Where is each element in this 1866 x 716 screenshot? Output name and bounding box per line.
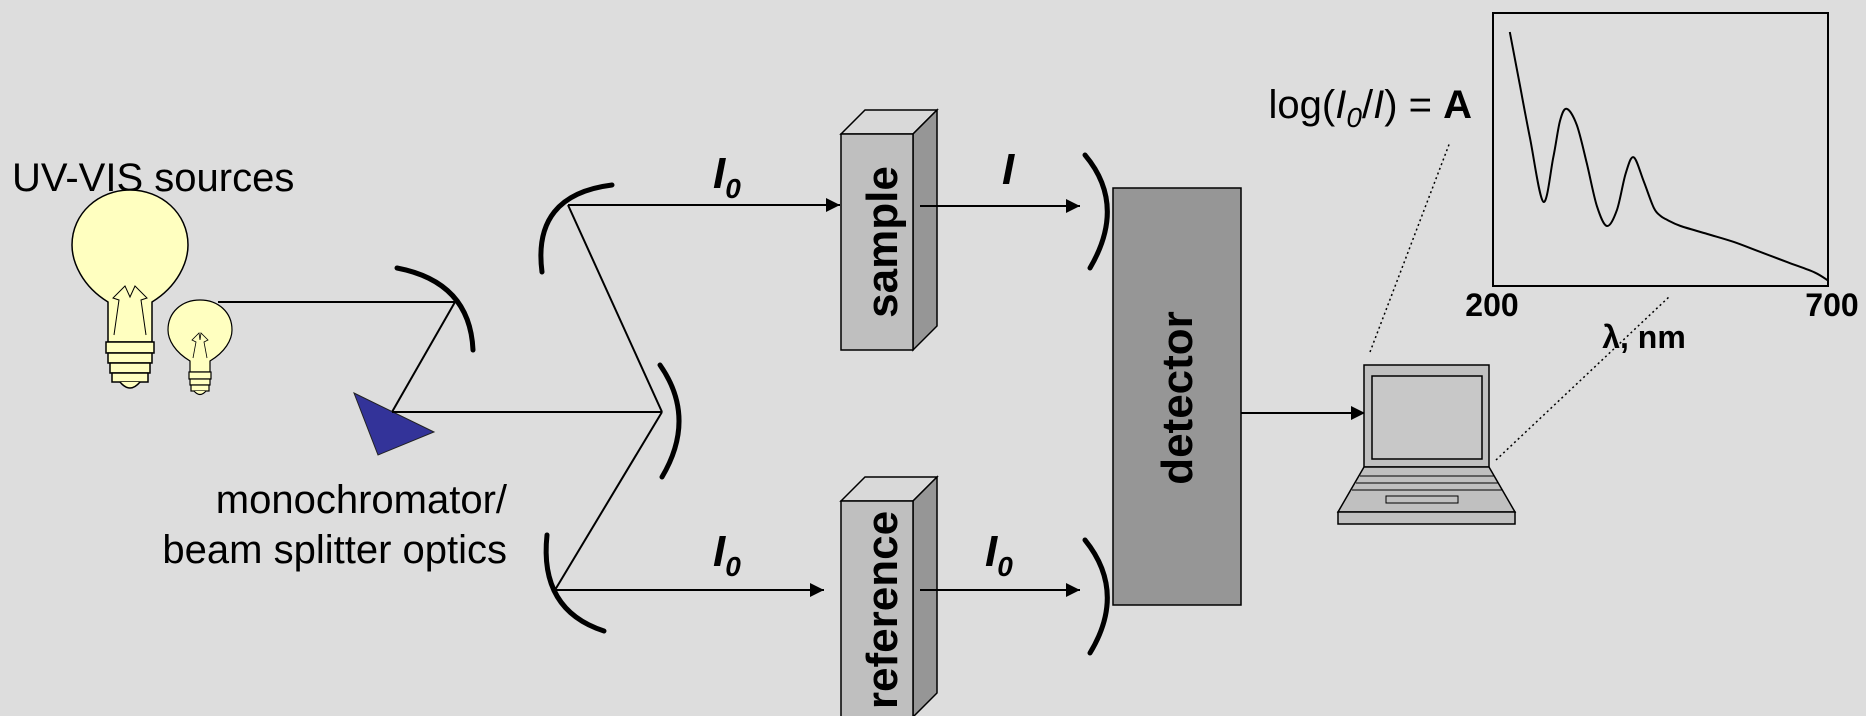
- prism-icon: [353, 391, 436, 456]
- lower-mirror: [543, 532, 607, 634]
- reference-in-intensity: I0: [713, 527, 741, 582]
- sample-cuvette: [839, 108, 939, 352]
- x-tick-label-min: 200: [1465, 287, 1518, 323]
- sample-detector-mirror: [1082, 152, 1110, 271]
- sources-label: UV-VIS sources: [12, 156, 294, 200]
- spectrum-curve: [1508, 31, 1829, 282]
- x-axis-label: λ, nm: [1602, 319, 1686, 355]
- spectrum-plot-frame: [1492, 12, 1829, 287]
- lower-split-beam: [554, 411, 663, 591]
- source-mirror: [394, 265, 476, 353]
- detector-label: detector: [1153, 311, 1202, 485]
- upper-split-beam: [567, 204, 663, 413]
- sample-in-intensity: I0: [713, 149, 741, 204]
- absorbance-formula: log(I0/I) = A: [1269, 83, 1472, 133]
- detector-box: [1112, 187, 1242, 606]
- upper-mirror: [538, 182, 615, 275]
- laptop-icon: [1336, 364, 1517, 525]
- reference-detector-mirror: [1082, 537, 1110, 656]
- light-bulb-icon: [167, 299, 233, 396]
- optics-label-line1: monochromator/: [216, 478, 508, 522]
- x-tick-label-max: 700: [1805, 287, 1858, 323]
- optics-label-line2: beam splitter optics: [162, 528, 507, 572]
- reference-cuvette: [839, 475, 939, 716]
- sample-label: sample: [858, 166, 907, 318]
- sample-out-intensity: I: [1002, 145, 1015, 194]
- reference-out-intensity: I0: [985, 527, 1013, 582]
- reference-label: reference: [858, 511, 907, 709]
- light-bulb-icon: [71, 189, 189, 389]
- mirror-to-prism-beam: [391, 301, 456, 413]
- splitter-mirror: [657, 362, 682, 480]
- zoom-line-left: [1369, 141, 1451, 353]
